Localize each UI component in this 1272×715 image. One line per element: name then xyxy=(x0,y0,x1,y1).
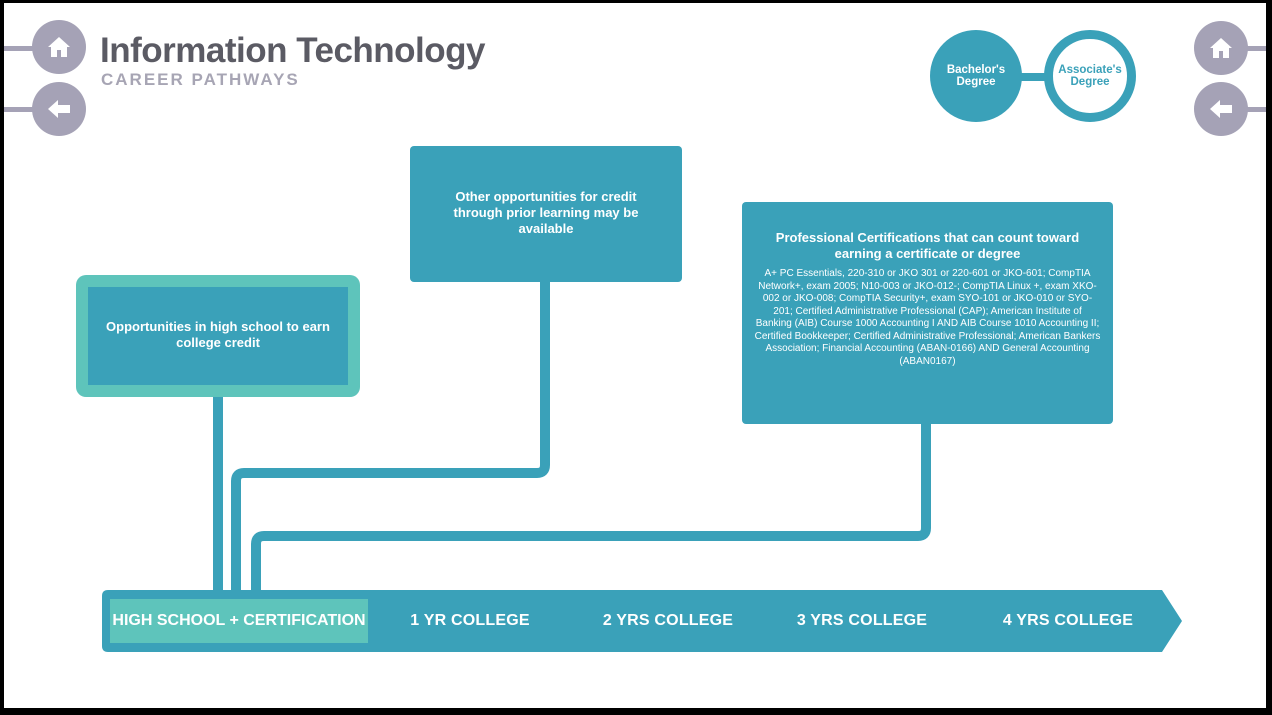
home-icon xyxy=(48,37,70,57)
bachelors-degree-button[interactable]: Bachelor's Degree xyxy=(930,30,1022,122)
bachelors-degree-label: Bachelor's Degree xyxy=(946,64,1006,88)
professional-certifications-list: A+ PC Essentials, 220-310 or JKO 301 or … xyxy=(754,268,1101,367)
page-subtitle: CAREER PATHWAYS xyxy=(101,70,300,89)
professional-certifications-title: Professional Certifications that can cou… xyxy=(775,230,1080,261)
connector-other xyxy=(231,273,550,595)
nav-line-left-bottom xyxy=(4,107,36,112)
high-school-box-text: Opportunities in high school to earn col… xyxy=(106,319,330,350)
stage-1-yr-college[interactable]: 1 YR COLLEGE xyxy=(410,612,530,629)
stage-3-yrs-college[interactable]: 3 YRS COLLEGE xyxy=(796,612,928,629)
back-button-left[interactable] xyxy=(32,82,86,136)
degree-connector xyxy=(1016,73,1050,81)
associates-degree-button[interactable]: Associate's Degree xyxy=(1044,30,1136,122)
home-button-left[interactable] xyxy=(32,20,86,74)
back-button-right[interactable] xyxy=(1194,82,1248,136)
arrow-left-icon xyxy=(48,100,70,118)
nav-line-right-bottom xyxy=(1244,107,1266,112)
stage-2-yrs-college[interactable]: 2 YRS COLLEGE xyxy=(602,612,734,629)
page-title: Information Technology xyxy=(100,31,486,70)
connector-professional xyxy=(251,418,931,595)
timeline-bar: HIGH SCHOOL + CERTIFICATION 1 YR COLLEGE… xyxy=(102,590,1182,652)
nav-line-left-top xyxy=(4,46,36,51)
pathway-connectors xyxy=(213,273,931,595)
career-pathway-page: Information Technology CAREER PATHWAYS B… xyxy=(4,3,1266,708)
arrow-left-icon xyxy=(1210,100,1232,118)
associates-degree-label: Associate's Degree xyxy=(1058,64,1122,88)
nav-line-right-top xyxy=(1244,46,1266,51)
other-opportunities-box[interactable]: Other opportunities for credit through p… xyxy=(410,146,682,282)
timeline-arrow-shape xyxy=(102,590,1182,652)
home-icon xyxy=(1210,38,1232,58)
home-button-right[interactable] xyxy=(1194,21,1248,75)
professional-certifications-box[interactable]: Professional Certifications that can cou… xyxy=(742,202,1113,424)
stage-high-school[interactable]: HIGH SCHOOL + CERTIFICATION xyxy=(110,599,368,643)
stage-4-yrs-college[interactable]: 4 YRS COLLEGE xyxy=(1002,612,1134,629)
other-opportunities-text: Other opportunities for credit through p… xyxy=(453,189,639,236)
high-school-box[interactable] xyxy=(88,287,348,385)
